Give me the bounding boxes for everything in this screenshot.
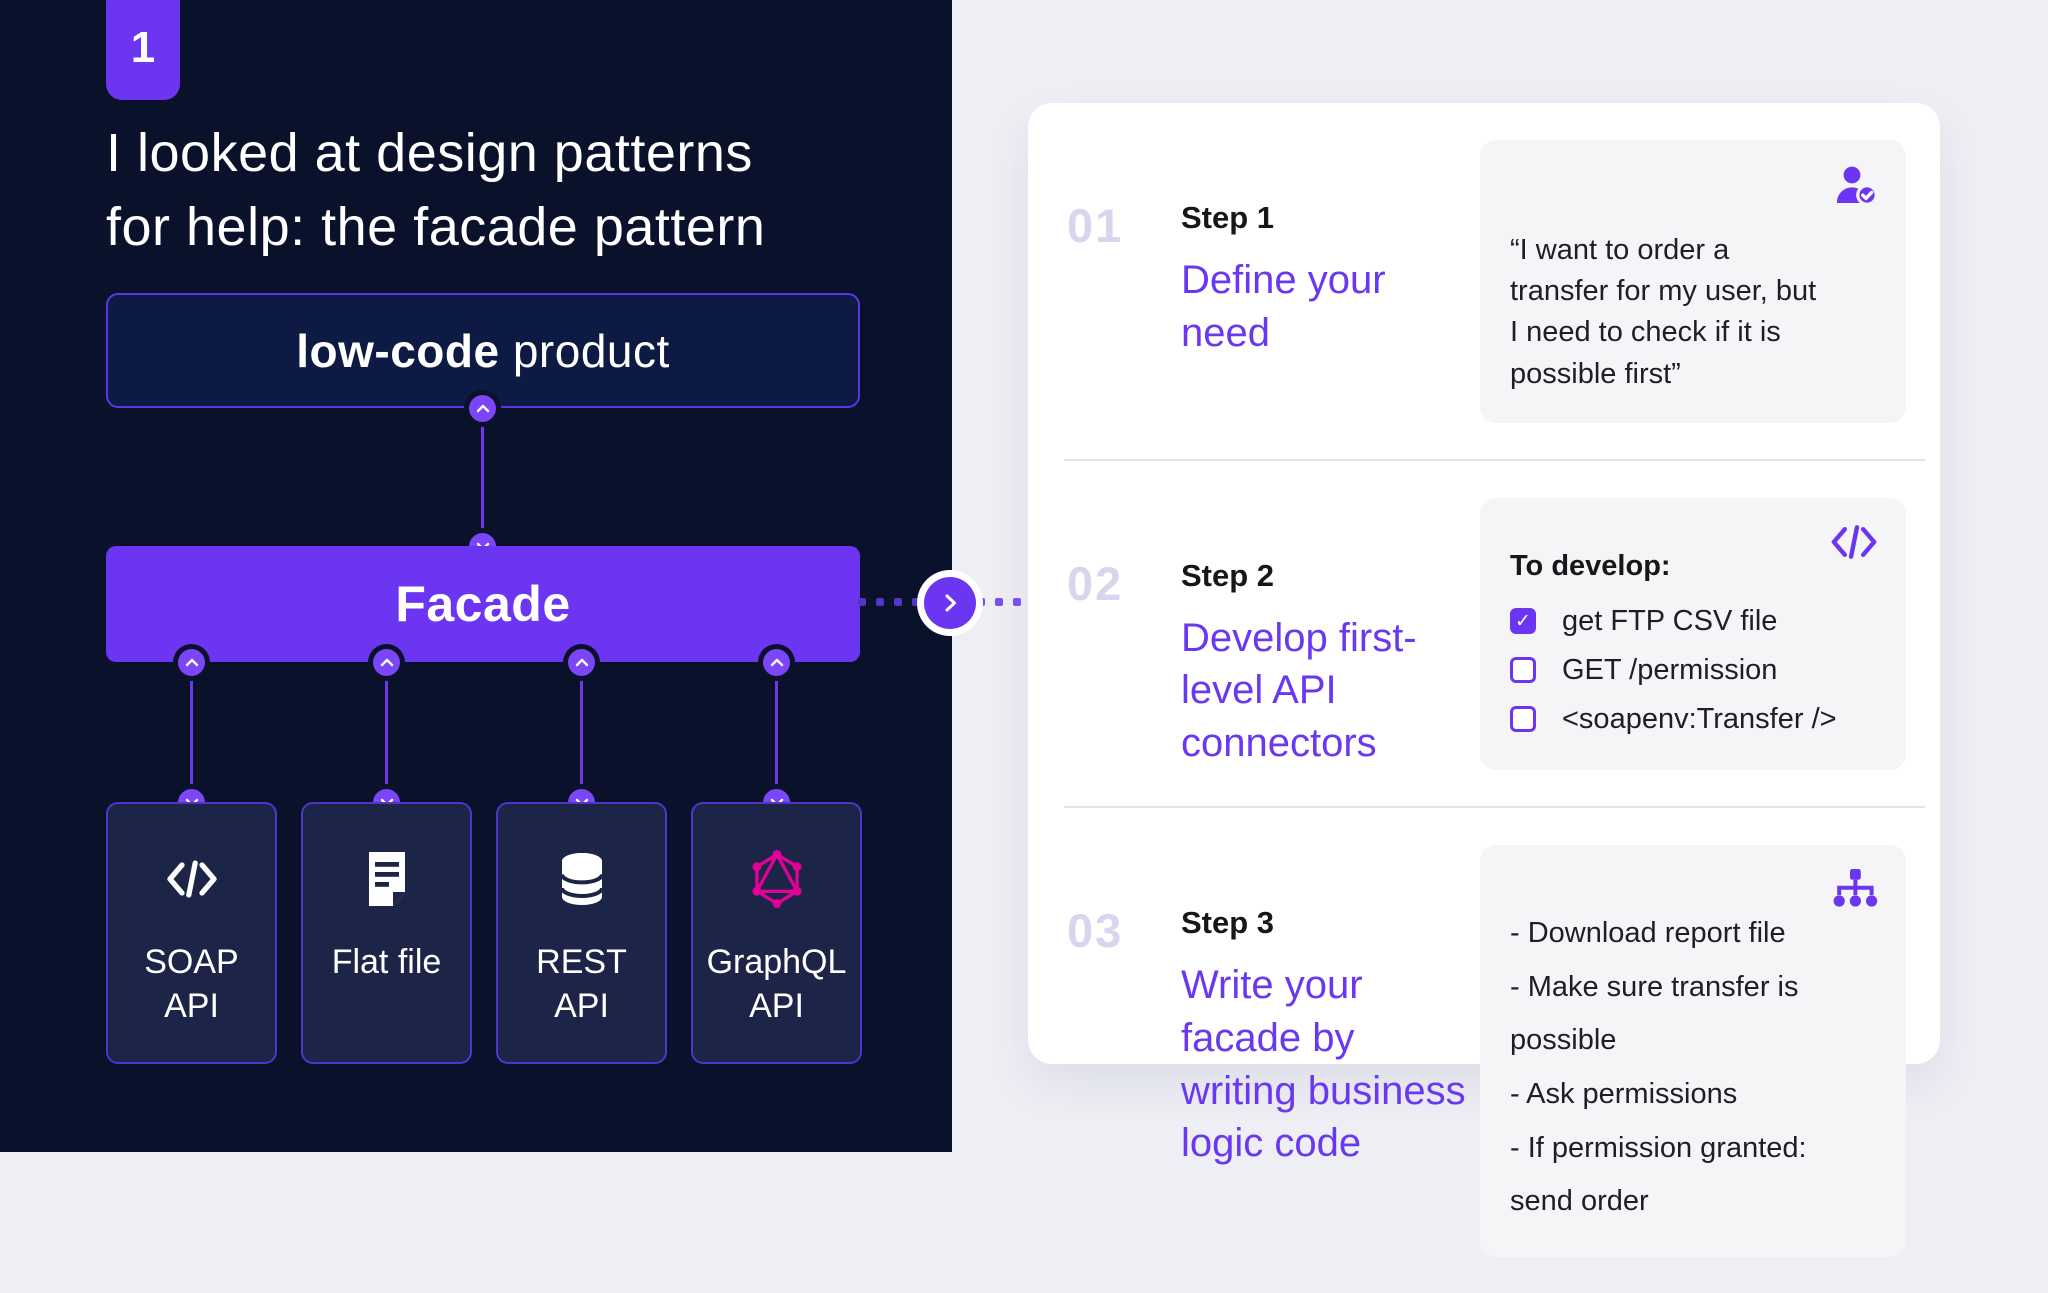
step-divider bbox=[1064, 806, 1925, 809]
bullet-item: - Ask permissions bbox=[1510, 1078, 1738, 1110]
dotted-connector-dot bbox=[858, 598, 866, 606]
slide-number: 1 bbox=[130, 23, 156, 72]
step-text-block: Step 3 Write your facade by writing busi… bbox=[1153, 845, 1480, 1257]
code-icon bbox=[164, 850, 220, 908]
checklist-item-label: GET /permission bbox=[1562, 653, 1778, 686]
connector-node bbox=[469, 395, 496, 422]
step-row-2: 02 Step 2 Develop first-level API connec… bbox=[1028, 461, 1940, 806]
checkbox-unchecked[interactable] bbox=[1510, 706, 1536, 733]
user-quote: “I want to order a transfer for my user,… bbox=[1510, 234, 1817, 390]
low-code-label-bold: low-code bbox=[296, 324, 500, 377]
connector-node bbox=[568, 649, 595, 676]
bullet-list: - Download report file - Make sure transf… bbox=[1510, 907, 1876, 1229]
step-label: Step 2 bbox=[1181, 557, 1275, 593]
left-panel: 1 I looked at design patterns for help: … bbox=[0, 0, 952, 1152]
step-title: Write your facade by writing business lo… bbox=[1181, 963, 1466, 1166]
step-text-block: Step 1 Define your need bbox=[1153, 140, 1480, 423]
chevron-right-icon bbox=[945, 594, 956, 612]
quote-card: “I want to order a transfer for my user,… bbox=[1480, 140, 1906, 423]
chevron-up-icon bbox=[380, 658, 393, 667]
step-title: Develop first-level API connectors bbox=[1181, 615, 1417, 766]
logic-card: - Download report file - Make sure transf… bbox=[1480, 845, 1906, 1257]
api-box-label: GraphQL API bbox=[706, 943, 847, 1025]
connector-line bbox=[385, 662, 388, 802]
document-icon bbox=[365, 850, 409, 908]
api-box-label: REST API bbox=[536, 943, 627, 1025]
checklist-item-label: <soapenv:Transfer /> bbox=[1562, 702, 1837, 735]
checkbox-checked[interactable] bbox=[1510, 608, 1536, 635]
right-panel: 01 Step 1 Define your need “I want to or… bbox=[952, 0, 2048, 1257]
code-icon bbox=[1828, 520, 1880, 569]
connector-node bbox=[373, 649, 400, 676]
bullet-item: - Download report file bbox=[1510, 917, 1786, 950]
step-label: Step 1 bbox=[1181, 200, 1275, 235]
connector-node bbox=[178, 649, 205, 676]
connector-node bbox=[763, 649, 790, 676]
checkbox-unchecked[interactable] bbox=[1510, 657, 1536, 684]
bullet-item: - If permission granted: send order bbox=[1510, 1131, 1807, 1218]
develop-heading: To develop: bbox=[1510, 549, 1671, 582]
connector-line bbox=[775, 662, 778, 802]
chevron-up-icon bbox=[185, 658, 198, 667]
dotted-connector-dot bbox=[876, 598, 884, 606]
checklist-item: <soapenv:Transfer /> bbox=[1510, 703, 1876, 736]
graphql-icon bbox=[750, 850, 804, 908]
low-code-label-rest: product bbox=[499, 324, 670, 377]
bullet-item: - Make sure transfer is possible bbox=[1510, 970, 1799, 1057]
step-number: 01 bbox=[1067, 199, 1124, 252]
api-box-label: Flat file bbox=[331, 943, 442, 981]
next-button[interactable] bbox=[924, 577, 976, 629]
chevron-up-icon bbox=[575, 658, 588, 667]
dotted-connector-dot bbox=[1013, 598, 1021, 606]
dotted-connector-dot bbox=[977, 598, 985, 606]
api-box-graphql: GraphQL API bbox=[691, 802, 862, 1064]
sitemap-icon bbox=[1830, 867, 1880, 916]
database-icon bbox=[557, 850, 607, 908]
dotted-connector-dot bbox=[912, 598, 920, 606]
slide-number-badge: 1 bbox=[106, 0, 180, 100]
connector-line bbox=[481, 408, 484, 546]
low-code-product-box: low-code product bbox=[106, 293, 860, 408]
chevron-up-icon bbox=[476, 404, 489, 413]
slide-title-line2: for help: the facade pattern bbox=[106, 197, 766, 257]
step-label: Step 3 bbox=[1181, 905, 1275, 941]
dotted-connector-dot bbox=[894, 598, 902, 606]
user-check-icon bbox=[1832, 162, 1880, 215]
api-box-soap: SOAP API bbox=[106, 802, 277, 1064]
step-row-1: 01 Step 1 Define your need “I want to or… bbox=[1028, 103, 1940, 459]
slide-title: I looked at design patterns for help: th… bbox=[106, 116, 866, 264]
step-divider bbox=[1064, 458, 1925, 461]
api-box-flat-file: Flat file bbox=[301, 802, 472, 1064]
checklist-item-label: get FTP CSV file bbox=[1562, 604, 1778, 637]
checklist-item: GET /permission bbox=[1510, 654, 1876, 687]
api-box-rest: REST API bbox=[496, 802, 667, 1064]
slide-title-line1: I looked at design patterns bbox=[106, 123, 753, 183]
connector-line bbox=[190, 662, 193, 802]
step-number: 03 bbox=[1067, 904, 1124, 958]
facade-box: Facade bbox=[106, 546, 860, 662]
connector-line bbox=[580, 662, 583, 802]
chevron-up-icon bbox=[770, 658, 783, 667]
checklist-item: get FTP CSV file bbox=[1510, 605, 1876, 638]
step-title: Define your need bbox=[1181, 258, 1386, 355]
step-text-block: Step 2 Develop first-level API connector… bbox=[1153, 498, 1480, 770]
steps-card: 01 Step 1 Define your need “I want to or… bbox=[1028, 103, 1940, 1257]
step-row-3: 03 Step 3 Write your facade by writing b… bbox=[1028, 808, 1940, 1293]
facade-label: Facade bbox=[395, 576, 571, 632]
dotted-connector-dot bbox=[995, 598, 1003, 606]
step-number: 02 bbox=[1067, 556, 1124, 610]
api-box-label: SOAP API bbox=[144, 943, 239, 1025]
